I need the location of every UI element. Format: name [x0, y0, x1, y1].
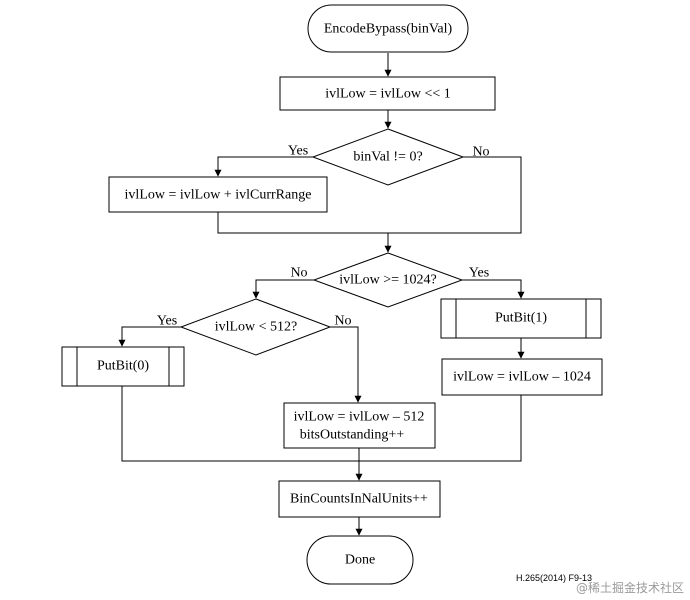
- shift-label: ivlLow = ivlLow << 1: [325, 87, 451, 102]
- done-label: Done: [345, 553, 375, 568]
- arrow-1024-yes: [462, 279, 525, 299]
- start-label: EncodeBypass(binVal): [324, 22, 453, 37]
- c1024-no-label: No: [290, 266, 307, 281]
- add-range-process: ivlLow = ivlLow + ivlCurrRange: [108, 176, 328, 213]
- sub1024-process: ivlLow = ivlLow – 1024: [441, 358, 603, 396]
- c512-yes-label: Yes: [157, 314, 177, 329]
- arrow-512-no: [330, 326, 362, 403]
- sub1024-label: ivlLow = ivlLow – 1024: [453, 370, 591, 385]
- line-putbit0-merge: [121, 386, 359, 462]
- shift-process: ivlLow = ivlLow << 1: [279, 76, 496, 111]
- sub512-label-line1: ivlLow = ivlLow – 512: [294, 410, 425, 425]
- bincount-label: BinCountsInNalUnits++: [290, 492, 428, 507]
- c1024-decision-label: ivlLow >= 1024?: [339, 273, 436, 288]
- arrow-1024-no: [252, 279, 314, 299]
- c512-decision-label: ivlLow < 512?: [215, 320, 298, 335]
- c512-decision: ivlLow < 512?: [179, 298, 332, 356]
- c1024-decision: ivlLow >= 1024?: [312, 252, 464, 308]
- c512-no-label: No: [334, 314, 351, 329]
- start-terminator: EncodeBypass(binVal): [307, 4, 469, 53]
- arrow-binval-yes: [214, 156, 313, 177]
- connectors: [118, 53, 525, 536]
- line-add-range-merge: [217, 212, 388, 234]
- putbit0-subroutine: PutBit(0): [61, 346, 185, 387]
- sub512-process: ivlLow = ivlLow – 512 bitsOutstanding++: [283, 402, 436, 449]
- binval-yes-label: Yes: [288, 144, 308, 159]
- line-sub1024-merge: [359, 395, 522, 462]
- bincount-process: BinCountsInNalUnits++: [278, 480, 441, 518]
- sub512-label-line2: bitsOutstanding++: [300, 428, 405, 443]
- putbit1-label: PutBit(1): [495, 311, 547, 326]
- arrow-512-yes: [118, 326, 181, 347]
- watermark: @稀土掘金技术社区: [575, 581, 684, 595]
- binval-no-label: No: [472, 145, 489, 160]
- add-range-label: ivlLow = ivlLow + ivlCurrRange: [125, 188, 312, 203]
- done-terminator: Done: [306, 535, 414, 585]
- putbit1-subroutine: PutBit(1): [440, 298, 602, 339]
- line-binval-no: [388, 156, 522, 234]
- binval-decision: binVal != 0?: [311, 128, 465, 186]
- binval-decision-label: binVal != 0?: [353, 150, 422, 165]
- c1024-yes-label: Yes: [469, 266, 489, 281]
- figure-caption: H.265(2014) F9-13: [516, 573, 593, 583]
- putbit0-label: PutBit(0): [97, 359, 149, 374]
